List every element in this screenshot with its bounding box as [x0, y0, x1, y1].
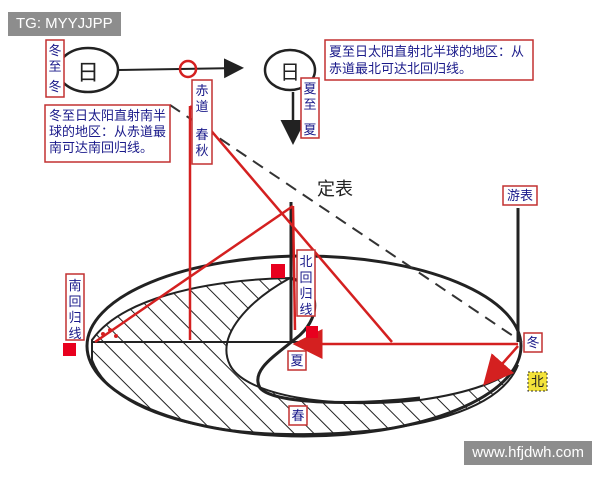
red-diagonal-line-1	[189, 105, 393, 343]
summer-label-top: 夏	[303, 123, 316, 138]
spring-autumn-label: 春秋	[195, 128, 208, 159]
watermark-bottom: www.hfjdwh.com	[464, 441, 592, 465]
sun-glyph-right: 日	[280, 60, 300, 84]
equator-red-circle	[178, 59, 198, 79]
chun-box	[288, 405, 308, 426]
summer-solstice-label: 夏至	[303, 82, 316, 113]
sun-glyph-left: 日	[77, 61, 99, 86]
winter-label-top: 冬	[48, 79, 61, 95]
red-arrow-to-spring	[483, 345, 519, 386]
dong-label: 冬	[526, 335, 539, 351]
dot-mark	[108, 328, 112, 332]
xia-box	[287, 350, 307, 371]
north-label: 北	[531, 375, 544, 390]
winter-solstice-box	[45, 39, 65, 98]
red-diagonal-line-2	[94, 204, 294, 344]
north-box	[527, 371, 548, 392]
xia-label: 夏	[290, 354, 303, 369]
dot-mark	[101, 332, 105, 336]
tropic-north-label: 北回归线	[299, 255, 312, 318]
summer-note-box	[324, 39, 534, 81]
moving-pole-box	[502, 185, 538, 206]
equator-box	[191, 79, 213, 165]
fixed-pole-label: 定表	[317, 179, 353, 200]
marker-square-left	[63, 343, 76, 356]
dot-mark	[114, 334, 118, 338]
dashed-sun-line	[169, 104, 523, 343]
tropic-north-box	[296, 249, 316, 317]
summer-solstice-box	[300, 77, 320, 139]
marker-square-upper	[271, 264, 285, 278]
winter-solstice-label: 冬至	[48, 43, 61, 75]
moving-pole-label: 游表	[507, 189, 533, 204]
tropic-south-label: 南回归线	[68, 278, 81, 342]
summer-note-text: 夏至日太阳直射北半球的地区：从赤道最北可达北回归线。	[329, 44, 524, 77]
winter-note-text: 冬至日太阳直射南半球的地区：从赤道最南可达南回归线。	[49, 108, 166, 156]
winter-note-box	[44, 104, 171, 163]
chun-label: 春	[291, 409, 304, 424]
red-diagonal-line-3	[291, 205, 297, 331]
watermark-top: TG: MYYJJPP	[8, 12, 121, 36]
tropic-south-box	[65, 273, 85, 341]
analemma-curve	[256, 276, 421, 404]
equator-label: 赤道	[195, 84, 208, 115]
dong-box	[523, 332, 543, 353]
marker-square-summer	[306, 326, 318, 338]
